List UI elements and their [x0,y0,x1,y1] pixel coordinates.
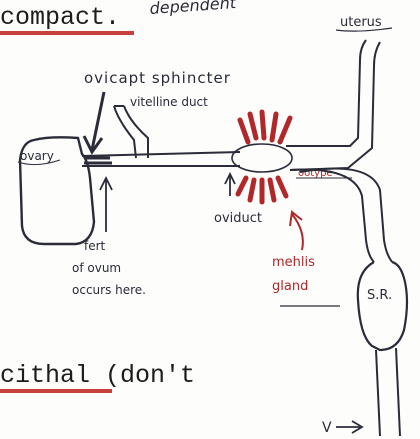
fert-line-3: occurs here. [72,283,146,297]
fert-line-1: fert [84,239,106,253]
ootype-chamber [232,144,292,172]
mehlis-line-2: gland [272,279,308,294]
uterus-label: uterus [340,15,382,30]
ovicapt-label: ovicapt sphincter [84,69,231,87]
vitelline-label: vitelline duct [130,95,208,109]
uterus-tube-inner [286,40,366,146]
v-label: V [322,420,332,436]
bottom-text: cithal (don't [0,361,195,390]
fert-label: fert of ovum occurs here. [72,239,146,297]
oviduct-upper [82,152,240,156]
vitelline-duct-left [114,106,136,158]
sr-outline [358,262,407,350]
uterus-tube-outer [290,42,380,170]
top-text: compact. [0,3,120,32]
mehlis-line-1: mehlis [272,255,315,270]
sr-duct-right [300,169,392,262]
mehlis-label: mehlis gland [272,255,319,294]
sphincter-marks [84,158,112,163]
sr-label: S.R. [367,288,392,303]
mehlis-gland-strokes [238,112,290,202]
sr-lower-duct [376,348,400,436]
oviduct-label: oviduct [214,211,262,226]
ovary-label: ovary [20,149,54,163]
top-scribble: dependent [149,0,237,18]
fert-line-2: of ovum [72,261,121,275]
